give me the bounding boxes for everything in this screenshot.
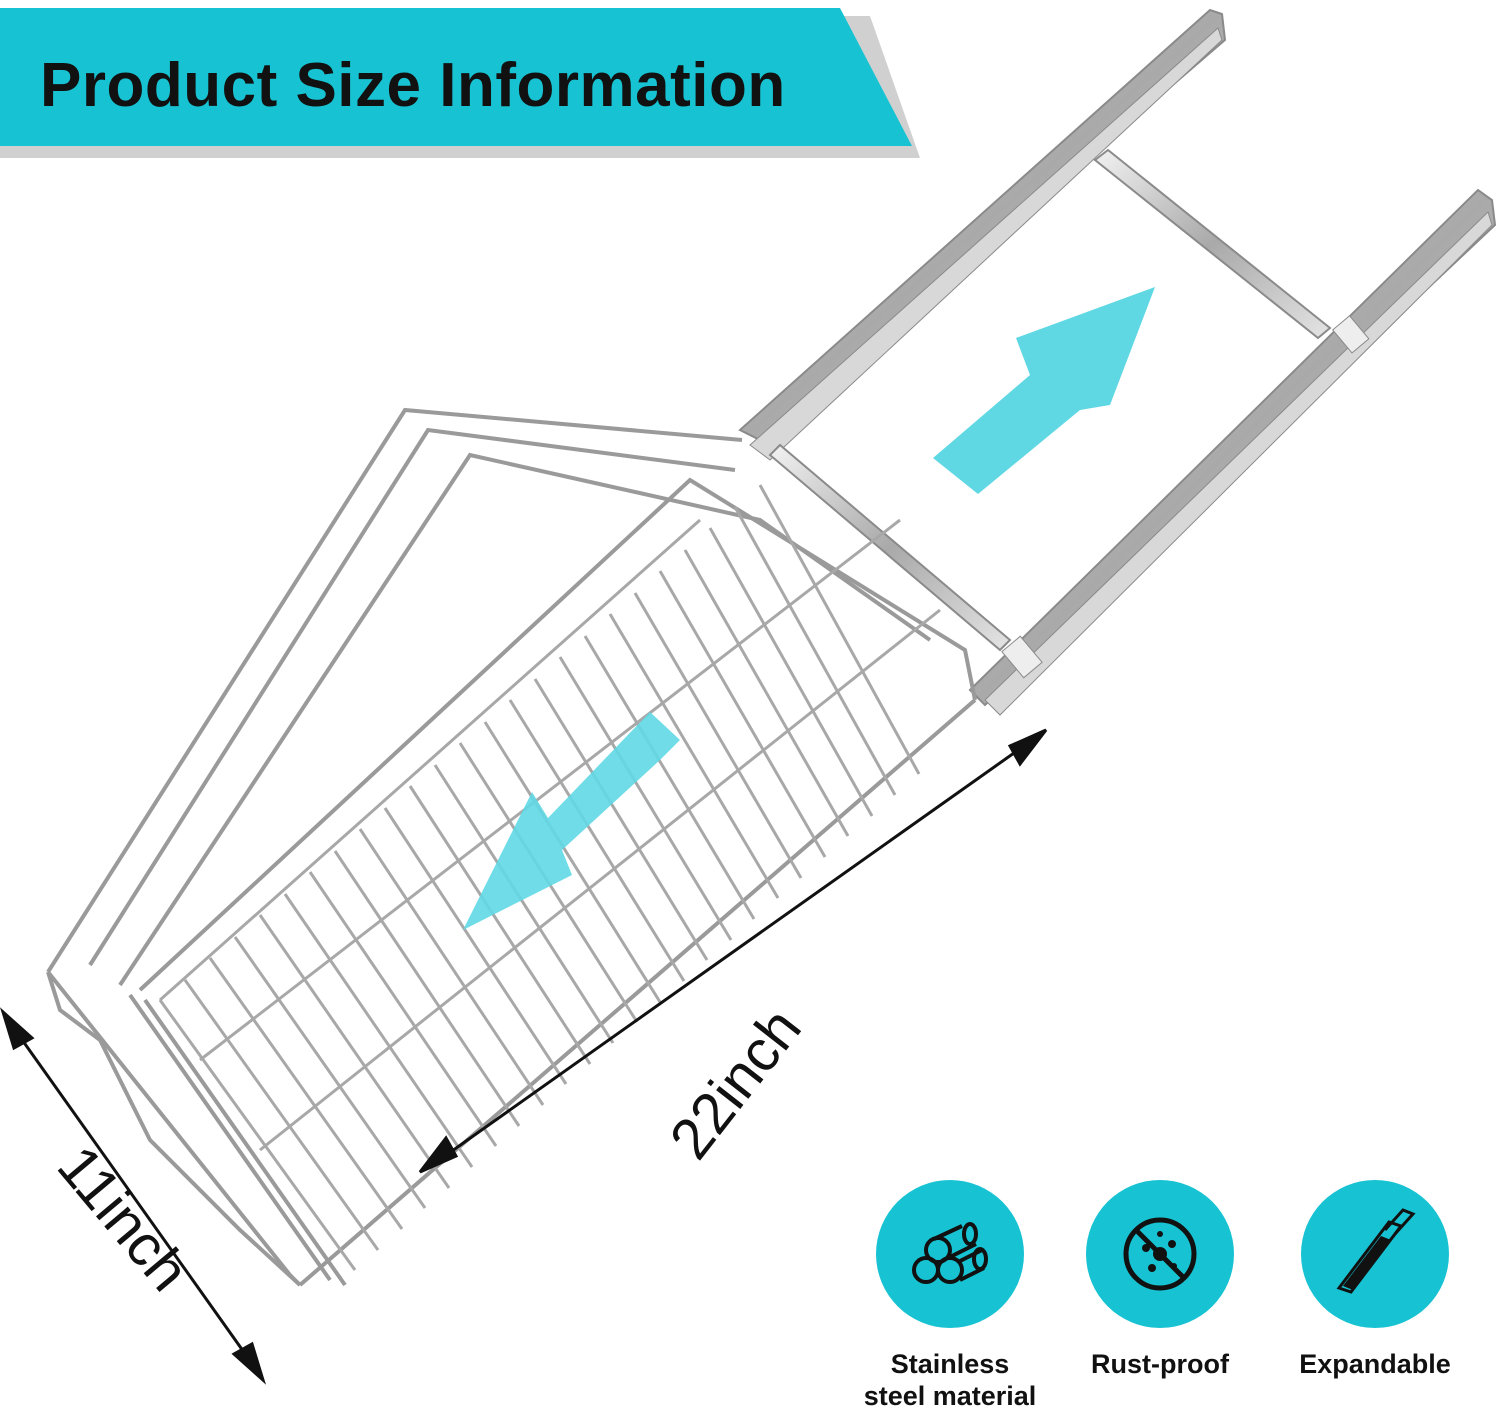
width-arrowhead-end — [231, 1341, 267, 1385]
basket-wires — [158, 484, 941, 1271]
length-arrowhead-start — [418, 1135, 459, 1174]
feature-badge — [1301, 1180, 1449, 1328]
length-arrowhead-end — [1007, 728, 1048, 767]
slide-rails — [738, 8, 1497, 716]
feature-label: Rust-proof — [1091, 1349, 1229, 1379]
feature-badge — [1086, 1180, 1234, 1328]
feature-label-line2: steel material — [863, 1381, 1037, 1411]
slide-rail-icon — [1336, 1208, 1416, 1294]
title-banner: Product Size Information — [0, 8, 920, 158]
page-title: Product Size Information — [40, 51, 786, 120]
feature-expandable: Expandable — [1265, 1180, 1485, 1380]
pull-out-arrow — [463, 712, 680, 930]
feature-rust-proof: Rust-proof — [1050, 1180, 1270, 1380]
no-rust-icon — [1123, 1217, 1197, 1291]
push-in-arrow — [933, 287, 1155, 494]
dimension-lines — [0, 728, 1048, 1385]
width-arrowhead-start — [0, 1007, 35, 1051]
feature-list: Stainless steel material Rust-proof — [840, 1180, 1500, 1411]
length-dimension-line — [427, 734, 1039, 1170]
feature-label: Expandable — [1299, 1349, 1451, 1379]
feature-stainless: Stainless steel material — [840, 1180, 1060, 1412]
banner-shape — [0, 8, 920, 158]
feature-badge — [876, 1180, 1024, 1328]
width-dimension-line — [6, 1019, 260, 1373]
feature-label: Stainless — [890, 1349, 1010, 1379]
direction-arrows — [463, 287, 1155, 930]
logs-icon — [912, 1222, 988, 1284]
wire-basket — [46, 407, 977, 1287]
